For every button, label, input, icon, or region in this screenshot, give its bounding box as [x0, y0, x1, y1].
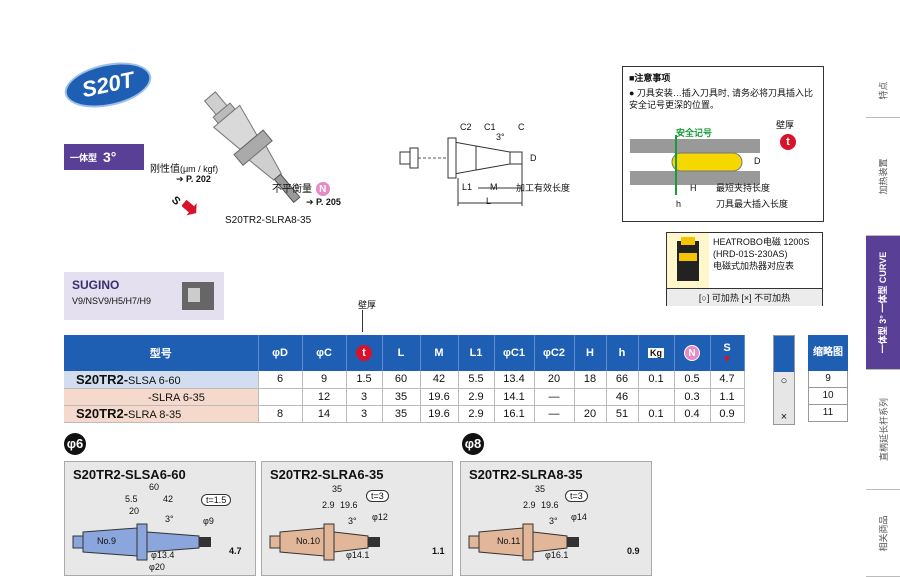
max-insert-label: 刀具最大插入长度 — [716, 199, 789, 209]
heater-legend: [○] 可加热 [×] 不可加热 — [667, 288, 822, 306]
rigidity-label: 刚性值(μm / kgf) — [150, 164, 219, 175]
col-d: φD — [258, 335, 303, 371]
col-t: t — [346, 335, 383, 371]
heater-image — [667, 233, 709, 288]
drawing-box-2: S20TR2-SLRA6-35 35 19.6 2.9 3° t=3 φ12 φ… — [261, 461, 453, 576]
wall-label: 壁厚 — [776, 120, 795, 130]
curve-cell[interactable]: 9 — [808, 371, 848, 388]
sugino-box: SUGINO V9/NSV9/H5/H7/H9 — [64, 272, 224, 320]
heater-line1: HEATROBO电磁 1200S — [713, 237, 810, 247]
h-lower: h — [676, 199, 682, 209]
dim-c: C — [518, 122, 525, 132]
heat-cell: ○ — [780, 375, 788, 387]
heater-line2: (HRD-01S-230AS) — [713, 249, 788, 259]
side-tab-related[interactable]: 相关商品 — [866, 490, 900, 577]
dim-c1: C1 — [484, 122, 496, 132]
dimension-diagram — [399, 137, 523, 206]
col-kg: Kg — [638, 335, 675, 371]
col-l1: L1 — [458, 335, 495, 371]
rigidity-arrow-icon — [182, 200, 197, 216]
rigidity-ref: ➔ P. 202 — [176, 174, 211, 184]
col-c2: φC2 — [534, 335, 575, 371]
curve-cell[interactable]: 10 — [808, 388, 848, 405]
insertion-diagram — [630, 135, 760, 195]
caution-box: ■注意事项 ● 刀具安装…插入刀具时, 请务必将刀具插入比安全记号更深的位置。 — [622, 66, 824, 222]
side-tab-extension[interactable]: 直柄延长杆系列 — [866, 370, 900, 490]
col-model: 型号 — [64, 335, 259, 371]
h-upper: H — [690, 183, 697, 193]
col-l: L — [382, 335, 421, 371]
col-n: N — [674, 335, 711, 371]
side-tabs: 特点 加热装置 一体型 3° 一体型 CURVE 直柄延长杆系列 相关商品 — [866, 64, 900, 577]
table-wall-callout: 壁厚 — [358, 300, 377, 310]
tool-holder-image — [203, 91, 301, 204]
col-c: φC — [302, 335, 347, 371]
heat-column: ○ × — [773, 335, 795, 425]
dim-l1: L1 — [462, 182, 473, 192]
heater-box: HEATROBO电磁 1200S (HRD-01S-230AS) 电磁式加热器对… — [666, 232, 823, 306]
side-tab-features[interactable]: 特点 — [866, 64, 900, 118]
dim-l: L — [486, 196, 492, 206]
d-mark: D — [754, 156, 761, 166]
side-tab-integral[interactable]: 一体型 3° 一体型 CURVE — [866, 236, 900, 370]
phi6-marker: φ6 — [64, 433, 86, 455]
curve-column: 缩略图 9 10 11 — [808, 335, 848, 422]
curve-cell[interactable]: 11 — [808, 405, 848, 422]
curve-header: 缩略图 — [808, 335, 848, 371]
safety-mark: 安全记号 — [676, 128, 713, 138]
drawing-box-3: S20TR2-SLRA8-35 35 19.6 2.9 3° t=3 φ14 φ… — [460, 461, 652, 576]
col-h-upper: H — [574, 335, 607, 371]
col-c1: φC1 — [494, 335, 535, 371]
balance-ref: ➔ P. 205 — [306, 197, 341, 207]
heat-cell: × — [780, 411, 788, 423]
heater-line3: 电磁式加热器对应表 — [713, 261, 795, 271]
dim-angle: 3° — [496, 132, 505, 142]
s-label: S — [168, 194, 183, 208]
angle-tag: 一体型 3° — [64, 144, 144, 170]
balance-label: 不平衡量 N — [272, 180, 331, 197]
machine-icon — [182, 282, 214, 310]
phi8-marker: φ8 — [462, 433, 484, 455]
dim-d: D — [530, 153, 537, 163]
side-tab-heating[interactable]: 加热装置 — [866, 118, 900, 236]
t-mark: t — [780, 132, 796, 150]
dim-c2: C2 — [460, 122, 472, 132]
drawing-box-1: S20TR2-SLSA6-60 60 42 5.5 20 3° t=1.5 φ9… — [64, 461, 256, 576]
col-s: S▼ — [710, 335, 745, 371]
series-badge: S20T — [60, 55, 156, 115]
col-m: M — [420, 335, 459, 371]
dim-m: M — [490, 182, 498, 192]
dim-effective-length: 加工有效长度 — [516, 183, 571, 193]
min-clamp-label: 最短夹持长度 — [716, 183, 771, 193]
wall-callout-line — [362, 310, 363, 332]
figure-caption: S20TR2-SLRA8-35 — [225, 215, 312, 226]
heat-cell — [774, 390, 794, 408]
spec-table: 型号 φD φC t L M L1 φC1 φC2 H h Kg N S▼ S2… — [64, 335, 745, 423]
col-h-lower: h — [606, 335, 639, 371]
